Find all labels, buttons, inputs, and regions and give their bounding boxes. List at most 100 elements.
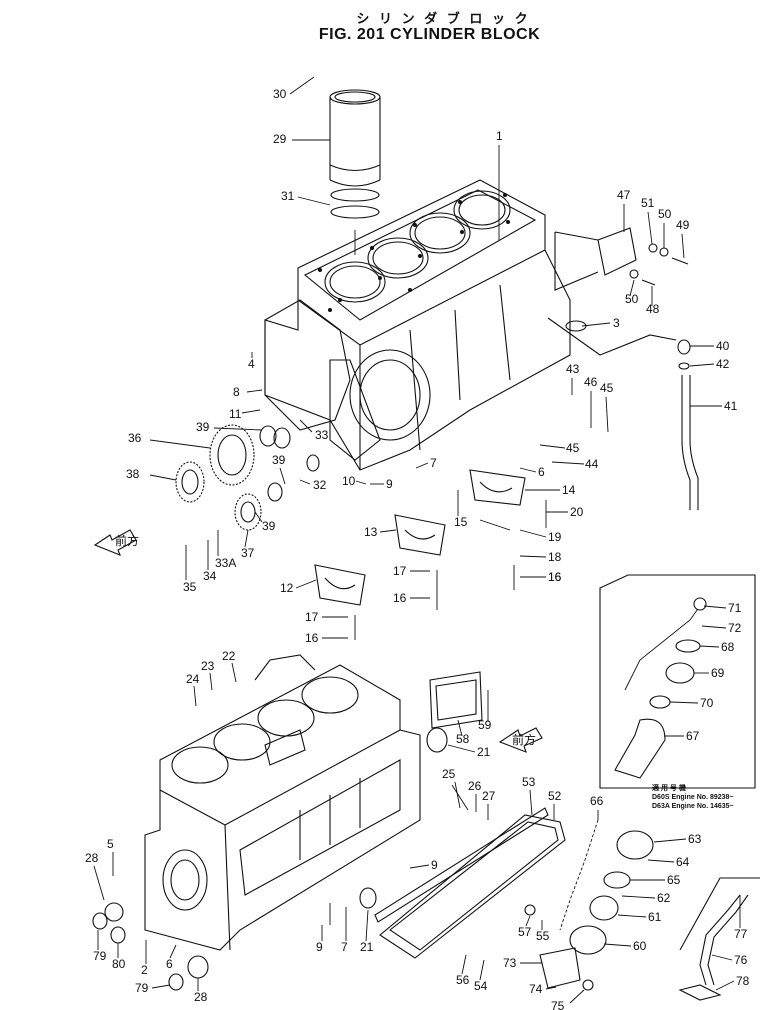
part-number-label: 37 — [241, 546, 255, 560]
part-number-label: 62 — [657, 891, 671, 905]
callout-leader — [299, 419, 313, 433]
callout-leader — [355, 480, 367, 485]
lower-cylinder-block — [92, 654, 483, 991]
part-number-label: 55 — [536, 929, 550, 943]
part-number-label: 43 — [566, 362, 580, 376]
part-number-label: 13 — [364, 525, 378, 539]
callout-leader — [581, 322, 611, 327]
callout-leader — [699, 645, 720, 648]
part-number-label: 39 — [262, 519, 276, 533]
callout-leader — [244, 529, 249, 548]
oil-pan-gaskets — [374, 807, 566, 959]
callout-leader — [519, 529, 547, 538]
part-number-label: 22 — [222, 649, 236, 663]
part-number-label: 4 — [248, 357, 255, 371]
callout-leader — [169, 944, 177, 959]
part-number-label: 44 — [585, 457, 599, 471]
callout-leader — [551, 461, 585, 465]
part-number-label: 21 — [477, 745, 491, 759]
callout-leader — [289, 76, 315, 95]
part-number-label: 70 — [700, 696, 714, 710]
callout-leader — [209, 672, 213, 691]
callout-leader — [689, 363, 715, 367]
callout-leader — [409, 864, 430, 869]
part-number-label: 51 — [641, 196, 655, 210]
part-number-label: 29 — [273, 132, 287, 146]
cylinder-liner — [329, 89, 381, 255]
callout-leader — [605, 396, 609, 433]
callout-leader — [653, 838, 687, 843]
part-number-label: 75 — [551, 999, 565, 1010]
inset-note-line: D60S Engine No. 89238~ — [652, 794, 734, 801]
part-number-label: 16 — [548, 570, 562, 584]
part-number-label: 79 — [135, 981, 149, 995]
part-number-label: 38 — [126, 467, 140, 481]
part-number-label: 16 — [548, 570, 562, 584]
part-number-label: 65 — [667, 873, 681, 887]
callout-leader — [93, 865, 105, 901]
part-number-label: 5 — [107, 837, 114, 851]
callout-leader — [246, 389, 263, 393]
front-arrow-label: 前方 — [115, 533, 139, 548]
callout-leader — [669, 701, 699, 704]
part-number-label: 45 — [600, 381, 614, 395]
part-number-label: 15 — [454, 515, 468, 529]
part-number-label: 8 — [233, 385, 240, 399]
callout-leader — [295, 579, 317, 589]
part-number-label: 59 — [478, 718, 492, 732]
part-number-label: 57 — [518, 925, 532, 939]
part-number-label: 2 — [141, 963, 148, 977]
callout-leader — [703, 605, 727, 609]
part-number-label: 31 — [281, 189, 295, 203]
part-number-label: 7 — [430, 456, 437, 470]
part-number-label: 49 — [676, 218, 690, 232]
breather-tube — [678, 877, 760, 1001]
callout-leader — [629, 279, 635, 297]
upper-cylinder-block — [264, 179, 571, 471]
part-number-label: 20 — [570, 505, 584, 519]
part-number-label: 39 — [196, 420, 210, 434]
callout-leader — [647, 211, 653, 245]
part-number-label: 3 — [613, 316, 620, 330]
bracket-47 — [554, 227, 689, 291]
part-number-label: 27 — [482, 789, 496, 803]
callout-leader — [254, 511, 263, 523]
oil-pipe — [547, 317, 699, 510]
part-number-label: 50 — [658, 207, 672, 221]
part-number-label: 40 — [716, 339, 730, 353]
part-number-label: 26 — [468, 779, 482, 793]
callout-leader — [711, 954, 733, 961]
part-number-label: 16 — [393, 591, 407, 605]
part-number-label: 41 — [724, 399, 738, 413]
part-number-label: 28 — [194, 990, 208, 1004]
callout-leader — [621, 895, 656, 899]
callout-leader — [519, 555, 547, 558]
part-number-label: 76 — [734, 953, 748, 967]
callout-leader — [279, 467, 286, 485]
part-number-label: 1 — [496, 129, 503, 143]
front-arrow-label: 前方 — [512, 732, 536, 747]
callout-leader — [365, 909, 369, 942]
callout-leader — [461, 954, 467, 975]
part-number-label: 68 — [721, 640, 735, 654]
part-number-label: 58 — [456, 732, 470, 746]
part-number-label: 14 — [562, 483, 576, 497]
inset-note-line: D63A Engine No. 14635~ — [652, 803, 734, 810]
part-number-label: 63 — [688, 832, 702, 846]
callout-leader — [519, 467, 537, 473]
part-number-label: 17 — [305, 610, 319, 624]
callout-leader — [545, 986, 557, 990]
callout-leader — [617, 914, 647, 918]
title-japanese: シ リ ン ダ ブ ロ ッ ク — [356, 11, 531, 26]
figure-title: FIG. 201 CYLINDER BLOCK — [318, 26, 541, 43]
callout-leader — [529, 789, 533, 816]
part-number-label: 71 — [728, 601, 742, 615]
part-number-label: 73 — [503, 956, 517, 970]
part-number-label: 18 — [548, 550, 562, 564]
callout-leader — [193, 685, 197, 707]
part-number-label: 61 — [648, 910, 662, 924]
part-number-label: 54 — [474, 979, 488, 993]
timing-gears — [175, 424, 320, 531]
